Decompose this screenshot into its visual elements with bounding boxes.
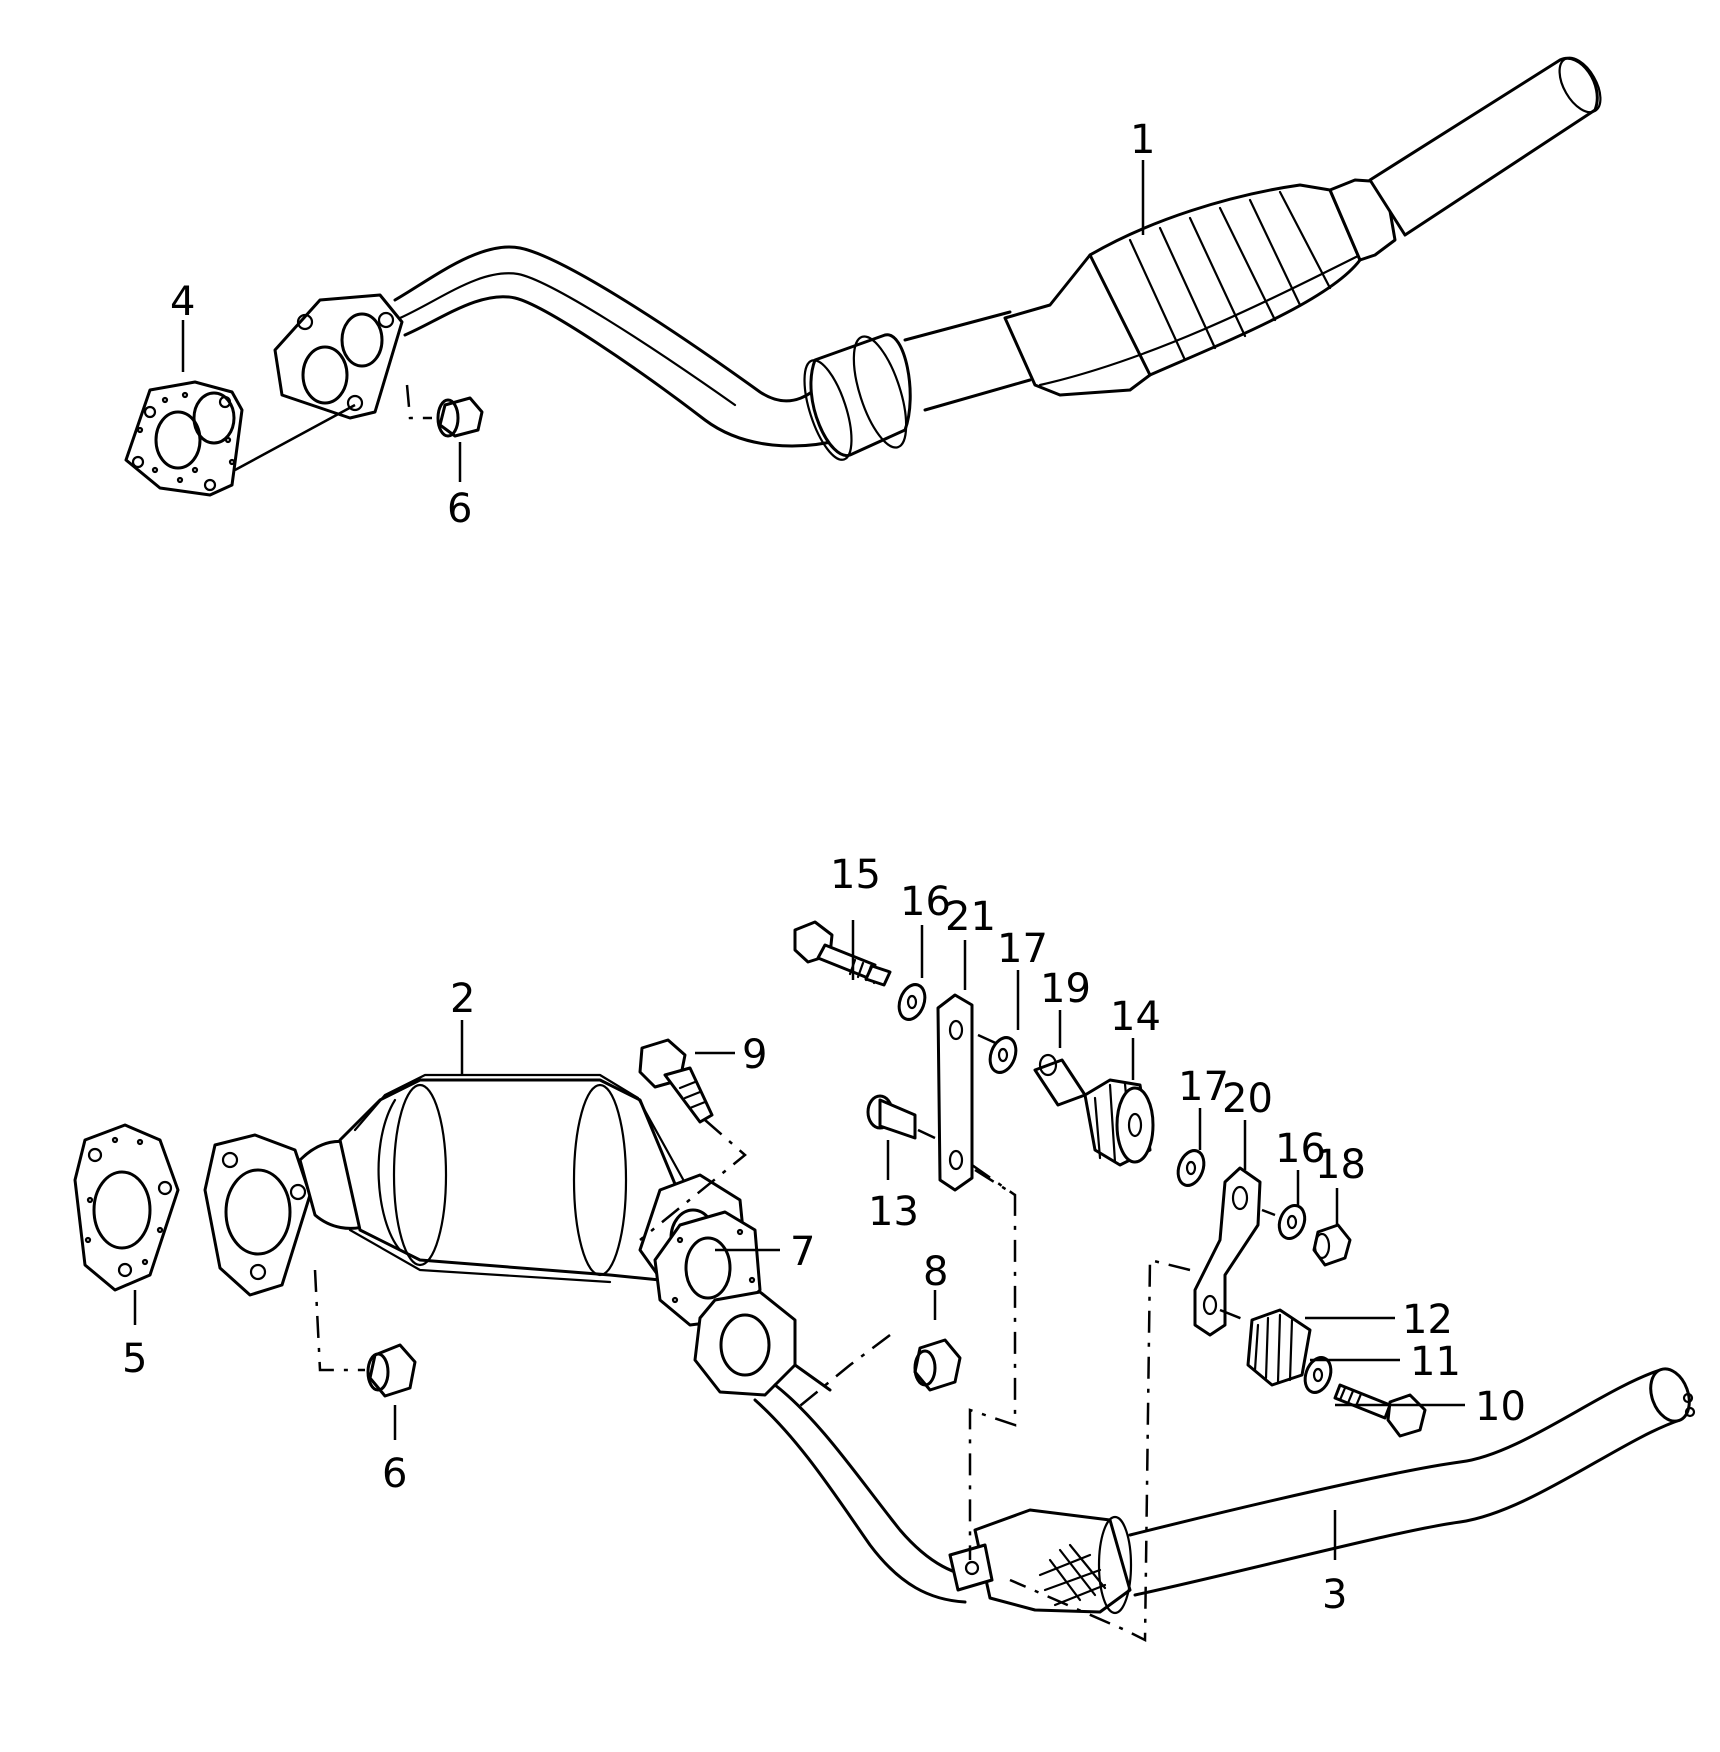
washer-16-right xyxy=(1277,1204,1307,1240)
callout-17-left: 17 xyxy=(997,926,1048,972)
callout-3: 3 xyxy=(1322,1572,1347,1618)
exhaust-pipe-lower xyxy=(753,1363,1696,1615)
callout-18: 18 xyxy=(1315,1142,1366,1188)
callout-19: 19 xyxy=(1040,966,1091,1012)
callout-8: 8 xyxy=(923,1249,948,1295)
nut-18 xyxy=(1312,1223,1352,1267)
converter-flange xyxy=(203,1133,312,1297)
front-pipe-with-catalytic-converter xyxy=(393,56,1602,461)
pipe-flange-lower xyxy=(693,1290,797,1397)
callout-5: 5 xyxy=(122,1336,147,1382)
callout-11: 11 xyxy=(1410,1339,1461,1385)
bolt-9 xyxy=(638,1038,747,1241)
rubber-mount-14 xyxy=(1083,1078,1155,1167)
pipe-flange-top xyxy=(273,293,404,420)
nut-lower xyxy=(366,1343,417,1398)
spacer-13 xyxy=(866,1094,936,1140)
washer-17-right xyxy=(1176,1149,1206,1187)
bolt-15 xyxy=(793,920,892,987)
bolt-10 xyxy=(1333,1383,1427,1438)
callout-10: 10 xyxy=(1475,1384,1526,1430)
gasket-lower xyxy=(73,1123,180,1292)
callout-7: 7 xyxy=(790,1229,815,1275)
gasket-top xyxy=(124,380,244,497)
nut-8 xyxy=(913,1338,962,1392)
callout-17-right: 17 xyxy=(1178,1064,1229,1110)
callout-16-left: 16 xyxy=(900,879,951,925)
bracket-21 xyxy=(936,993,974,1192)
callout-14: 14 xyxy=(1110,994,1161,1040)
spring-12 xyxy=(1219,1308,1312,1387)
callout-15: 15 xyxy=(830,852,881,898)
callout-2: 2 xyxy=(450,976,475,1022)
nut-top xyxy=(405,384,484,438)
washer-16-left xyxy=(897,983,927,1021)
callout-16-right: 16 xyxy=(1275,1126,1326,1172)
callout-12: 12 xyxy=(1402,1297,1453,1343)
washer-11 xyxy=(1303,1356,1333,1394)
callout-9: 9 xyxy=(742,1032,767,1078)
callout-1: 1 xyxy=(1130,117,1155,163)
bracket-20 xyxy=(1193,1166,1262,1337)
washer-17-left xyxy=(988,1036,1018,1074)
callout-13: 13 xyxy=(868,1189,919,1235)
sleeve-19 xyxy=(1033,1053,1087,1107)
callout-4: 4 xyxy=(170,279,195,325)
callout-20: 20 xyxy=(1222,1076,1273,1122)
callout-6-lower: 6 xyxy=(382,1451,407,1497)
callout-21: 21 xyxy=(945,894,996,940)
callout-6-top: 6 xyxy=(447,486,472,532)
